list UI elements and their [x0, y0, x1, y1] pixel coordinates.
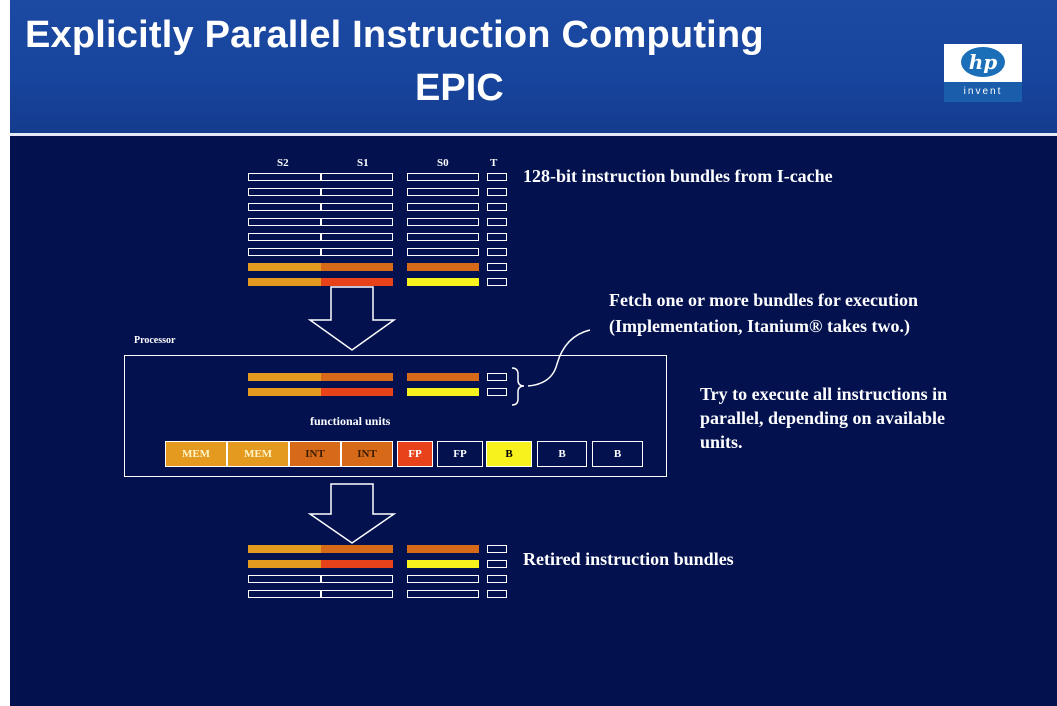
fetch-note-line2: (Implementation, Itanium® takes two.) [609, 316, 910, 336]
retired-bundle-1-slot-t [487, 545, 507, 553]
retired-bundles-note: Retired instruction bundles [523, 549, 734, 569]
retired-bundle-2-slot-s1 [321, 560, 393, 568]
column-heading-t: T [490, 157, 498, 169]
column-heading-s0: S0 [437, 157, 449, 169]
retired-bundle-3-slot-t [487, 575, 507, 583]
hp-logo-tagline: invent [944, 82, 1022, 102]
icache-bundle-2-slot-s1 [321, 188, 393, 196]
retired-bundle-2-slot-t [487, 560, 507, 568]
retired-bundle-4-slot-s1 [321, 590, 393, 598]
icache-bundle-6-slot-t [487, 248, 507, 256]
icache-bundle-8-slot-t [487, 278, 507, 286]
retired-bundle-2-slot-s0 [407, 560, 479, 568]
retired-bundle-1-slot-s1 [321, 545, 393, 553]
functional-unit-fp-1: FP [397, 441, 433, 467]
icache-bundle-1-slot-s1 [321, 173, 393, 181]
retire-down-arrow [307, 483, 397, 544]
parallel-note-line3: units. [700, 432, 743, 452]
retired-bundle-3-slot-s1 [321, 575, 393, 583]
processor-bundle-2-slot-s2 [248, 388, 321, 396]
processor-bundle-1-slot-s2 [248, 373, 321, 381]
icache-bundle-2-slot-t [487, 188, 507, 196]
icache-bundle-7-slot-s2 [248, 263, 321, 271]
fetch-callout-line [527, 329, 591, 387]
icache-bundle-5-slot-s1 [321, 233, 393, 241]
icache-bundles-note: 128-bit instruction bundles from I-cache [523, 166, 833, 186]
fetch-note-line1: Fetch one or more bundles for execution [609, 290, 918, 310]
icache-bundle-3-slot-s0 [407, 203, 479, 211]
icache-bundle-4-slot-s2 [248, 218, 321, 226]
retired-bundle-1-slot-s0 [407, 545, 479, 553]
icache-bundle-1-slot-s0 [407, 173, 479, 181]
icache-bundle-1-slot-t [487, 173, 507, 181]
icache-bundle-6-slot-s1 [321, 248, 393, 256]
icache-bundle-7-slot-s0 [407, 263, 479, 271]
icache-bundle-1-slot-s2 [248, 173, 321, 181]
column-heading-s2: S2 [277, 157, 289, 169]
retired-bundle-4-slot-t [487, 590, 507, 598]
functional-unit-int-1: INT [289, 441, 341, 467]
icache-bundle-2-slot-s2 [248, 188, 321, 196]
icache-bundle-6-slot-s2 [248, 248, 321, 256]
functional-unit-b-1: B [486, 441, 532, 467]
title-bar [10, 0, 1057, 133]
processor-label: Processor [134, 335, 176, 346]
icache-bundle-3-slot-s1 [321, 203, 393, 211]
icache-bundle-5-slot-s0 [407, 233, 479, 241]
processor-bundle-2-slot-t [487, 388, 507, 396]
icache-bundle-5-slot-s2 [248, 233, 321, 241]
parallel-note-line1: Try to execute all instructions in [700, 384, 948, 404]
icache-bundle-5-slot-t [487, 233, 507, 241]
column-heading-s1: S1 [357, 157, 369, 169]
icache-bundle-3-slot-s2 [248, 203, 321, 211]
parallel-note-line2: parallel, depending on available [700, 408, 946, 428]
icache-bundle-3-slot-t [487, 203, 507, 211]
bundle-brace [511, 367, 525, 406]
hp-logo-mark: hp [961, 47, 1005, 77]
functional-unit-fp-2: FP [437, 441, 483, 467]
diagram-connectors [307, 286, 591, 544]
fetch-down-arrow [307, 286, 397, 351]
slide-subtitle: EPIC [415, 67, 504, 109]
functional-unit-mem-1: MEM [165, 441, 227, 467]
retired-bundle-1-slot-s2 [248, 545, 321, 553]
icache-bundle-4-slot-t [487, 218, 507, 226]
functional-units-label: functional units [310, 414, 391, 428]
processor-box [124, 355, 667, 477]
functional-unit-int-2: INT [341, 441, 393, 467]
processor-bundle-1-slot-s0 [407, 373, 479, 381]
processor-bundle-1-slot-s1 [321, 373, 393, 381]
retired-bundle-3-slot-s2 [248, 575, 321, 583]
title-divider [10, 133, 1057, 136]
retired-bundle-4-slot-s0 [407, 590, 479, 598]
functional-unit-b-3: B [592, 441, 643, 467]
icache-bundle-8-slot-s2 [248, 278, 321, 286]
functional-unit-mem-2: MEM [227, 441, 289, 467]
retired-bundle-3-slot-s0 [407, 575, 479, 583]
functional-unit-b-2: B [537, 441, 587, 467]
icache-bundle-7-slot-s1 [321, 263, 393, 271]
processor-bundle-2-slot-s1 [321, 388, 393, 396]
retired-bundle-2-slot-s2 [248, 560, 321, 568]
icache-bundle-4-slot-s0 [407, 218, 479, 226]
icache-bundle-8-slot-s1 [321, 278, 393, 286]
slide-title: Explicitly Parallel Instruction Computin… [25, 14, 764, 56]
icache-bundle-8-slot-s0 [407, 278, 479, 286]
retired-bundle-4-slot-s2 [248, 590, 321, 598]
hp-logo: hp invent [944, 44, 1022, 102]
processor-bundle-2-slot-s0 [407, 388, 479, 396]
icache-bundle-2-slot-s0 [407, 188, 479, 196]
icache-bundle-4-slot-s1 [321, 218, 393, 226]
slide: Explicitly Parallel Instruction Computin… [10, 0, 1057, 706]
icache-bundle-6-slot-s0 [407, 248, 479, 256]
icache-bundle-7-slot-t [487, 263, 507, 271]
processor-bundle-1-slot-t [487, 373, 507, 381]
